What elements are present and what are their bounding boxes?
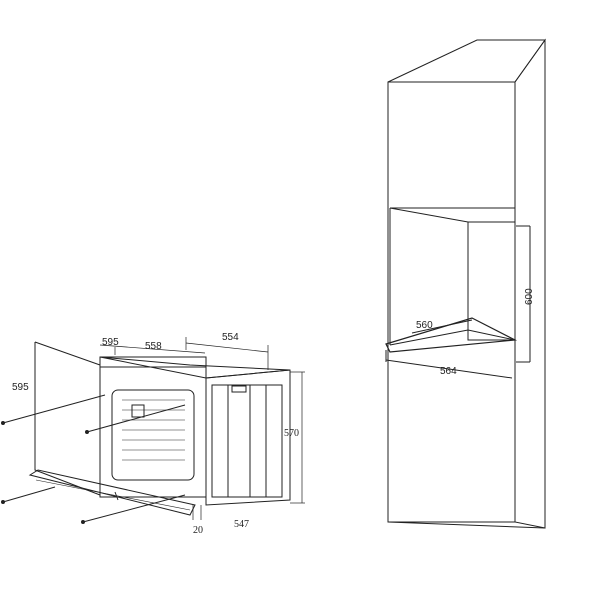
dim-554: 554: [222, 332, 239, 343]
dim-558: 558: [145, 341, 162, 352]
dim-560: 560: [416, 320, 433, 331]
dim-595-height: 595: [12, 382, 29, 393]
dim-547: 547: [234, 519, 249, 530]
dim-564: 564: [440, 366, 457, 377]
dim-600: 600: [524, 288, 535, 305]
dimension-lines: [99, 337, 305, 520]
oven-drawing: [28, 341, 291, 516]
dim-20: 20: [193, 525, 203, 536]
dim-595-top: 595: [102, 337, 119, 348]
dim-570: 570: [284, 428, 299, 439]
cabinet-drawing: [385, 38, 546, 529]
leader-lines: [1, 394, 186, 524]
